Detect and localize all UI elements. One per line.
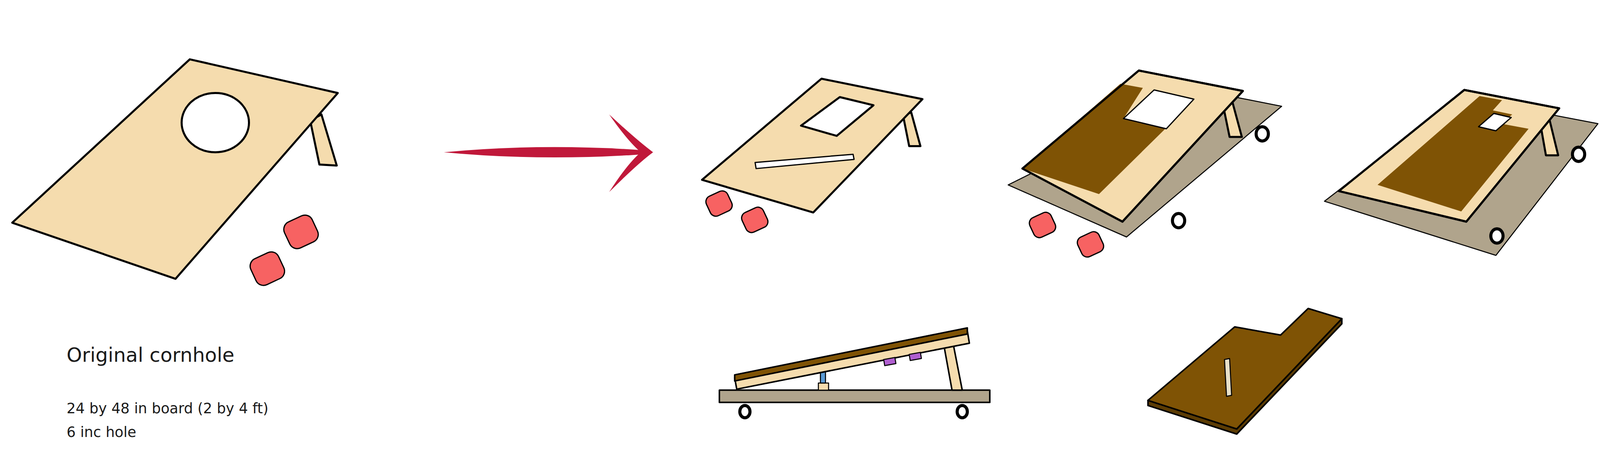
slot-bar — [1224, 358, 1232, 396]
cornhole-board — [1338, 89, 1560, 222]
figure-caption: Original cornhole — [66, 343, 235, 367]
slot-bar — [755, 153, 855, 169]
covered-board-group — [1324, 89, 1598, 256]
wheel — [739, 405, 750, 418]
cornhole-board — [702, 78, 923, 213]
side-view-group — [719, 327, 990, 418]
modified-board-group — [702, 78, 923, 235]
original-board-group — [12, 59, 338, 288]
wheel — [1572, 147, 1585, 162]
bean-bag — [739, 205, 770, 235]
wheel — [1172, 213, 1185, 228]
board-outline — [1338, 89, 1560, 222]
support-block — [818, 382, 829, 390]
wheeled-board-group — [1008, 70, 1282, 259]
bean-bag — [281, 212, 321, 252]
dimension-note: 24 by 48 in board (2 by 4 ft) — [66, 399, 269, 417]
wheel — [1256, 126, 1269, 141]
square-hole — [1123, 89, 1194, 129]
cover-piece — [1147, 308, 1342, 429]
board-hole — [181, 93, 250, 153]
board-leg — [943, 343, 963, 391]
bean-bag — [703, 188, 735, 219]
arrow-shaft — [444, 147, 643, 158]
board-outline — [1022, 70, 1243, 222]
wheel — [957, 405, 968, 418]
dimension-note: 6 inc hole — [66, 423, 137, 441]
cover-piece-group — [1147, 308, 1342, 434]
square-hole — [801, 97, 874, 137]
board-leg — [310, 114, 337, 166]
arrow-head — [609, 114, 653, 192]
cornhole-board — [12, 59, 338, 279]
bean-bag — [1027, 209, 1058, 240]
bracket — [883, 357, 896, 366]
bracket — [909, 352, 922, 361]
wheel — [1490, 228, 1504, 244]
side-cover — [734, 327, 968, 381]
small-hole — [1478, 113, 1512, 131]
cornhole-board — [1022, 70, 1243, 222]
bean-bag — [1075, 229, 1106, 259]
bean-bag — [247, 249, 288, 288]
support-post — [820, 371, 826, 383]
brown-cover — [1377, 95, 1529, 212]
side-base — [719, 389, 990, 402]
